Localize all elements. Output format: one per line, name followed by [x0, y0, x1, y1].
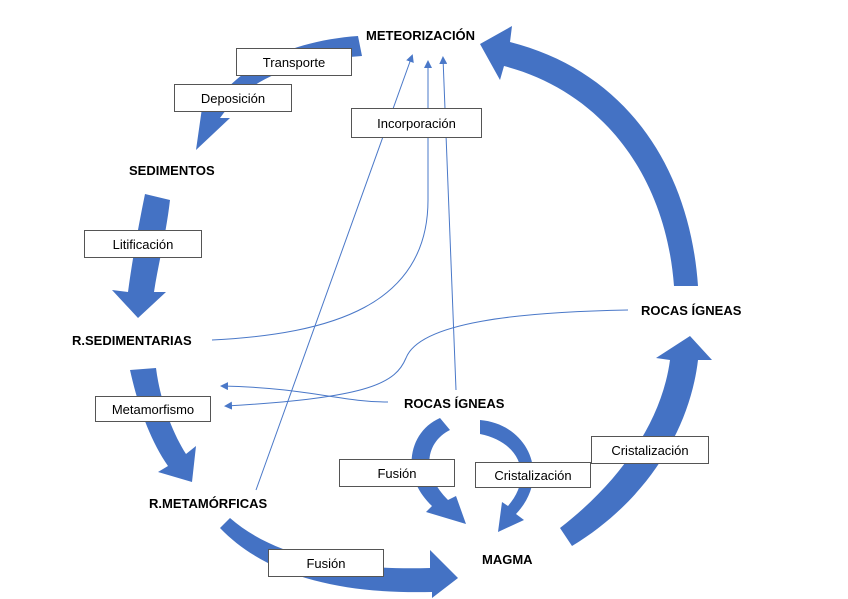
label-metamorfismo: Metamorfismo — [95, 396, 211, 422]
arrow-magma-to-rocasigneas — [560, 336, 712, 546]
label-cristalizacion-outer: Cristalización — [591, 436, 709, 464]
label-deposicion: Deposición — [174, 84, 292, 112]
node-rocas-igneas-right: ROCAS ÍGNEAS — [641, 303, 742, 318]
label-fusion-bottom: Fusión — [268, 549, 384, 577]
arrow-inner-cristalizacion — [480, 420, 534, 532]
connector-rocasigneas-right-to-metamorfismo — [224, 309, 629, 410]
node-rocas-igneas-center: ROCAS ÍGNEAS — [404, 396, 505, 411]
connector-rocasigneas-to-metamorfismo-a — [220, 382, 389, 403]
node-r-metamorficas: R.METAMÓRFICAS — [149, 496, 268, 511]
node-r-sedimentarias: R.SEDIMENTARIAS — [72, 333, 192, 348]
arrow-rocasigneas-to-meteorizacion — [480, 26, 698, 286]
label-litificacion: Litificación — [84, 230, 202, 258]
arrow-rsedimentarias-to-rmetamorficas — [130, 368, 196, 482]
node-sedimentos: SEDIMENTOS — [129, 163, 215, 178]
arrow-rmetamorficas-to-magma — [220, 518, 458, 598]
label-incorporacion: Incorporación — [351, 108, 482, 138]
connector-rsedimentarias-to-meteorizacion — [211, 60, 432, 341]
label-transporte: Transporte — [236, 48, 352, 76]
arrow-inner-fusion — [411, 418, 466, 524]
node-meteorizacion: METEORIZACIÓN — [366, 28, 476, 43]
label-cristalizacion-inner: Cristalización — [475, 462, 591, 488]
label-fusion-inner: Fusión — [339, 459, 455, 487]
node-magma: MAGMA — [482, 552, 533, 567]
